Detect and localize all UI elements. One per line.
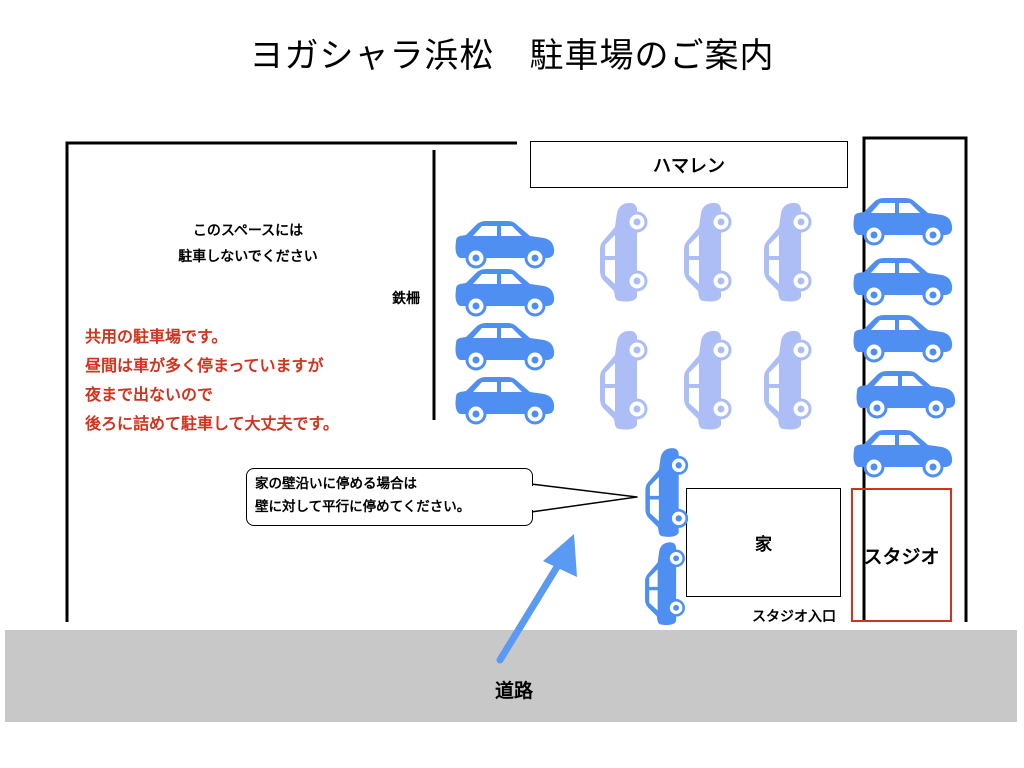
car-icon [644, 446, 689, 539]
iron-fence-label: 鉄柵 [392, 291, 420, 307]
hamaren-label: ハマレン [653, 155, 725, 177]
house-building: 家 [686, 488, 841, 597]
right-wall [862, 136, 968, 622]
no-parking-line-1: このスペースには [192, 223, 304, 239]
left-wall [65, 141, 517, 622]
shared-line-3: 夜まで出ないので [85, 385, 214, 404]
car-icon [682, 329, 732, 431]
car-icon [598, 329, 648, 431]
car-icon [852, 256, 954, 306]
shared-line-1: 共用の駐車場です。 [85, 327, 228, 346]
car-icon [855, 369, 957, 419]
hamaren-building: ハマレン [530, 141, 848, 188]
callout-line-2: 壁に対して平行に停めてください。 [255, 499, 471, 515]
car-icon [454, 219, 556, 269]
studio-entrance-label: スタジオ入口 [752, 609, 836, 625]
no-parking-note: このスペースには 駐車しないでください [110, 218, 386, 270]
wall-parking-callout: 家の壁沿いに停める場合は 壁に対して平行に停めてください。 [246, 468, 533, 526]
house-label: 家 [755, 535, 772, 555]
car-icon [454, 375, 556, 425]
car-icon [852, 313, 954, 363]
page-title: ヨガシャラ浜松 駐車場のご案内 [249, 36, 775, 76]
car-icon [643, 540, 685, 627]
car-icon [454, 267, 556, 317]
car-icon [762, 201, 812, 303]
shared-line-4: 後ろに詰めて駐車して大丈夫です。 [85, 414, 339, 433]
shared-line-2: 昼間は車が多く停まっていますが [85, 356, 324, 375]
car-icon [598, 201, 648, 303]
studio-label: スタジオ [863, 545, 940, 568]
car-icon [762, 329, 812, 431]
car-icon [852, 196, 954, 246]
callout-line-1: 家の壁沿いに停める場合は [255, 476, 417, 492]
car-icon [852, 428, 954, 478]
car-icon [454, 321, 556, 371]
road-label: 道路 [494, 680, 533, 702]
car-icon [682, 201, 732, 303]
shared-parking-note: 共用の駐車場です。 昼間は車が多く停まっていますが 夜まで出ないので 後ろに詰め… [85, 322, 339, 438]
studio-building: スタジオ [851, 488, 952, 622]
no-parking-line-2: 駐車しないでください [178, 249, 318, 265]
